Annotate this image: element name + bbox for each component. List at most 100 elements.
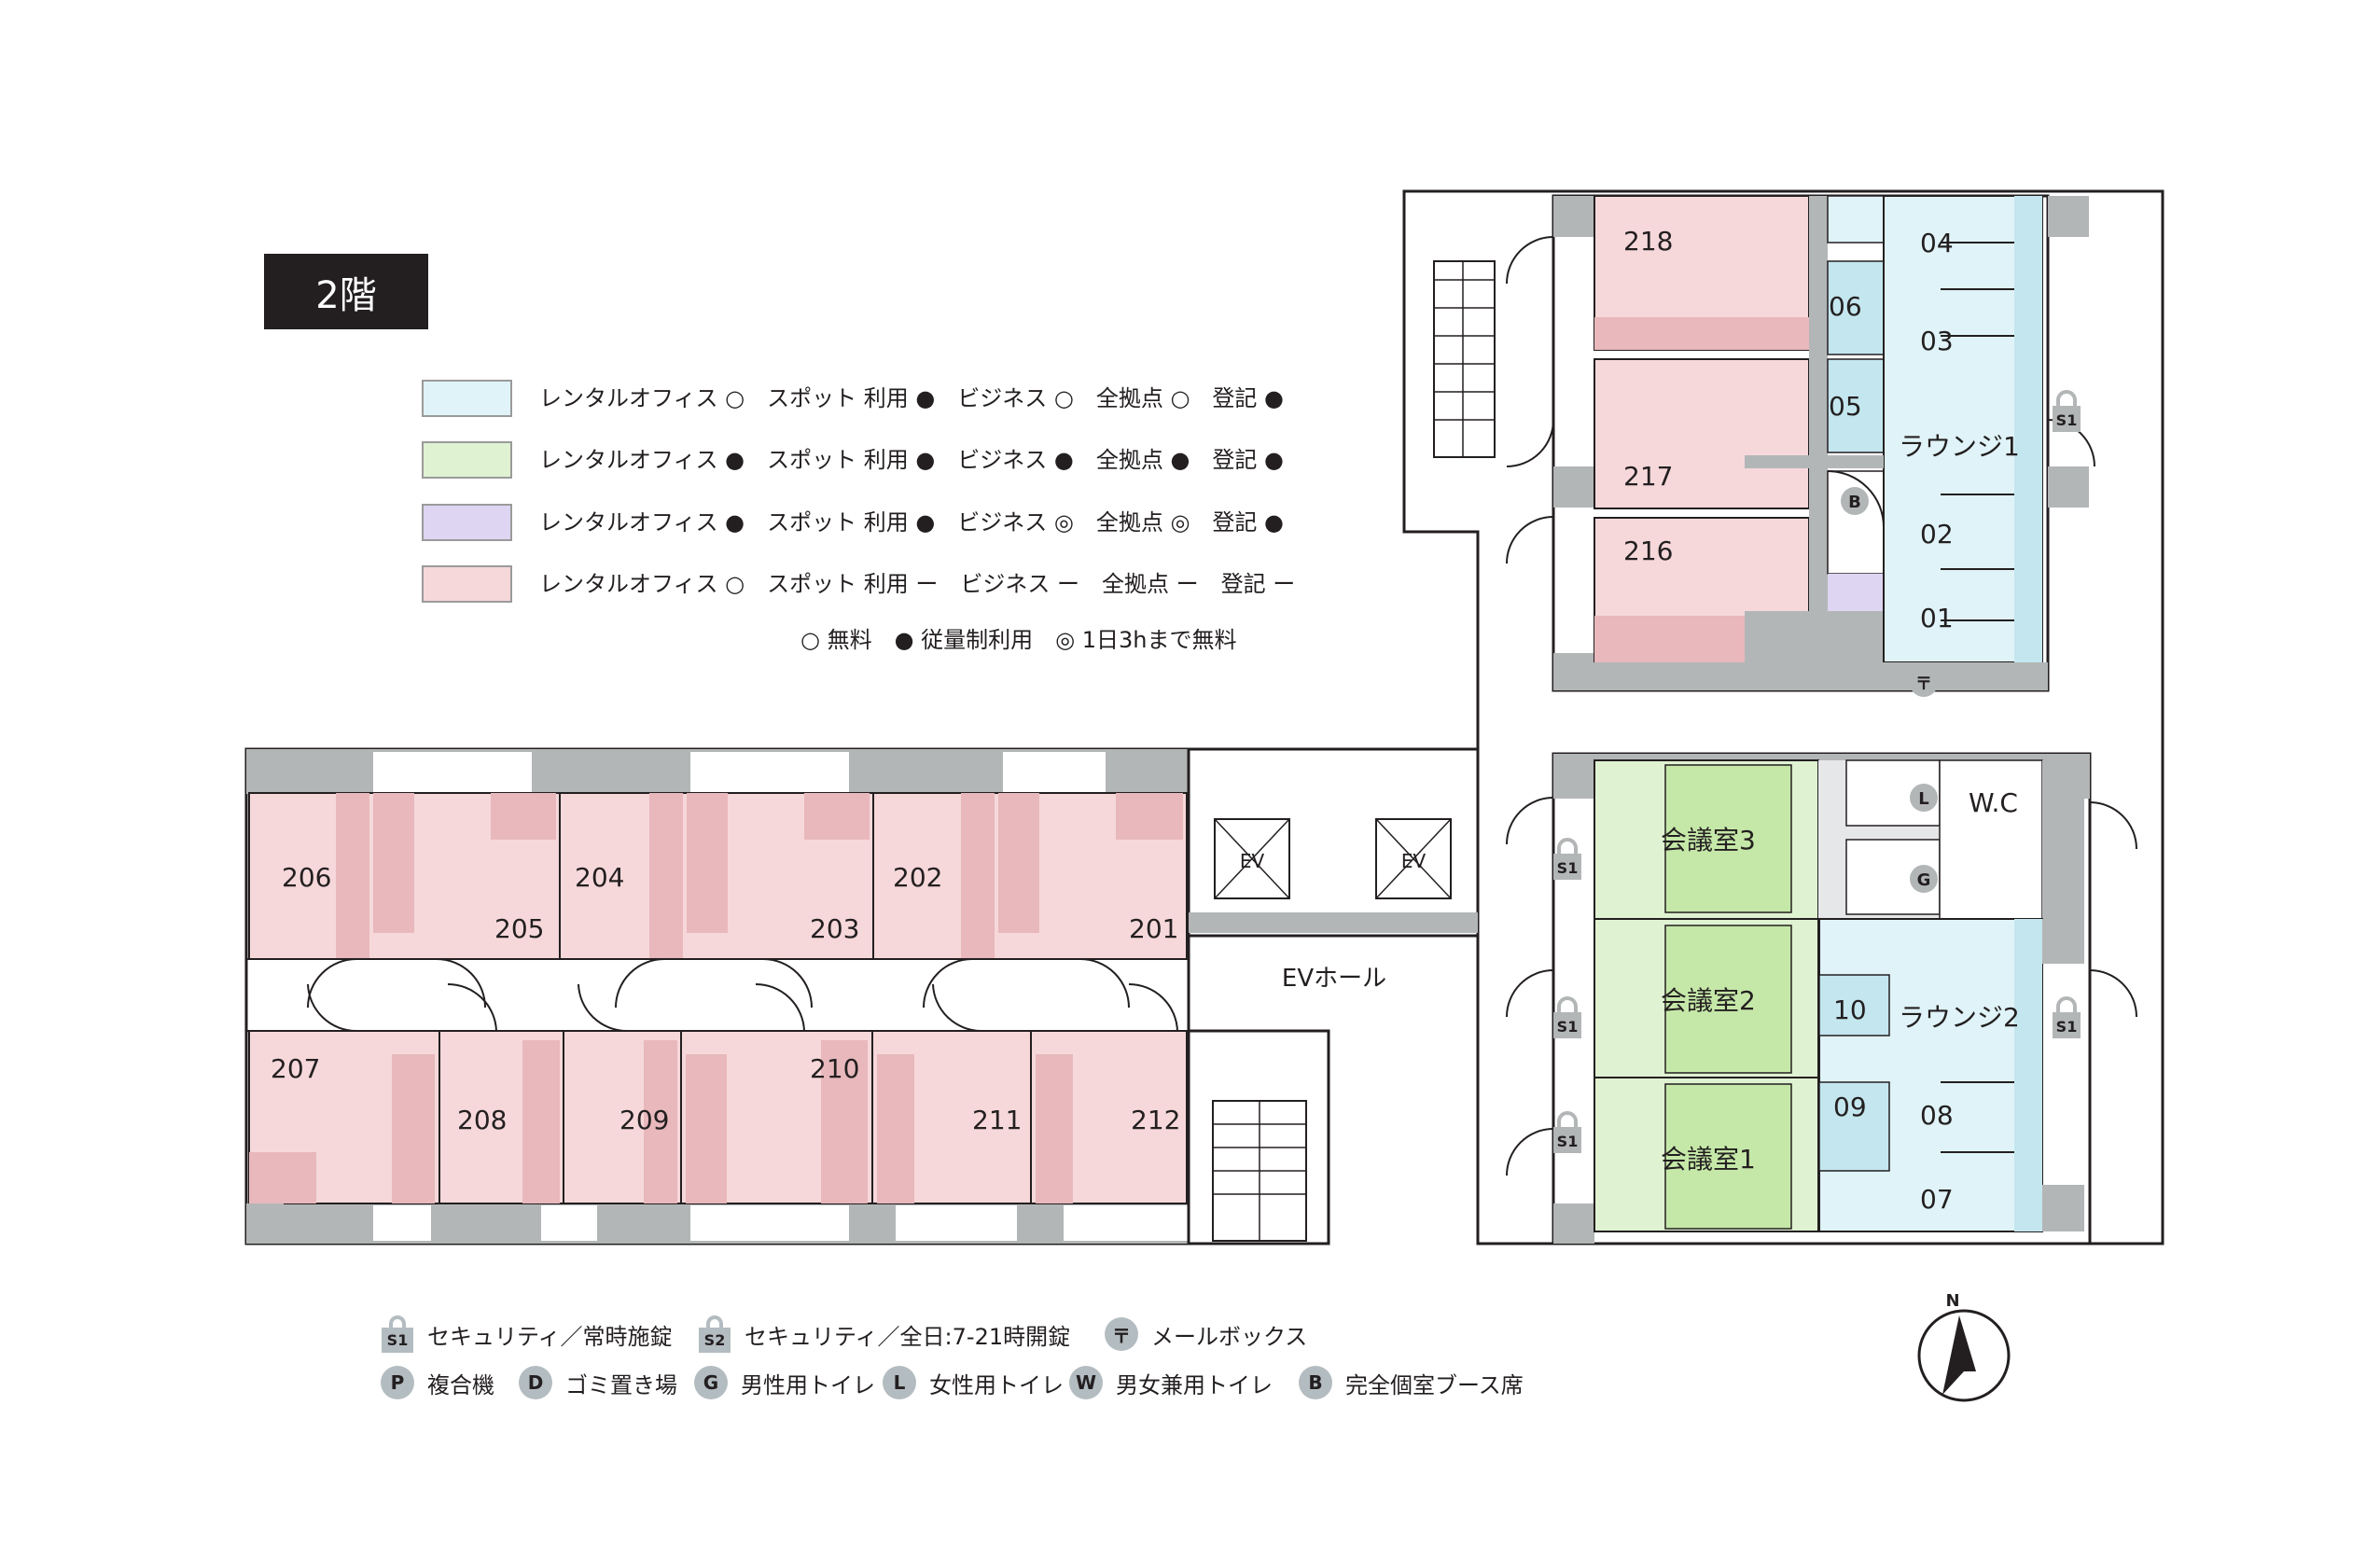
s1-lock-icon: S1 [1553, 996, 1581, 1038]
booth-01-label: 01 [1920, 603, 1954, 633]
room-209-label: 209 [619, 1105, 669, 1135]
s1-badge-text: S1 [2056, 411, 2078, 429]
key-item-s1: S1 セキュリティ／常時施錠 [381, 1315, 673, 1353]
legend-text: レンタルオフィス ○ スポット 利用 ー ビジネス ー 全拠点 ー 登記 ー [539, 571, 1296, 597]
booth-icon: B [1299, 1366, 1332, 1399]
booth-10-label: 10 [1833, 995, 1867, 1025]
legend-swatch [422, 504, 512, 541]
key-item-label: メールボックス [1151, 1323, 1308, 1350]
booth-06-label: 06 [1829, 291, 1862, 322]
meeting-room-2-label: 会議室2 [1661, 985, 1756, 1016]
lounge-1-label: ラウンジ1 [1899, 431, 2020, 462]
north-arrow-icon [1942, 1315, 1976, 1395]
key-item-s2: S2 セキュリティ／全日:7-21時開錠 [698, 1315, 1070, 1353]
left-wing [244, 747, 1190, 1245]
mailbox-text: 〒 [1915, 675, 1932, 694]
booth-09-label: 09 [1833, 1092, 1867, 1122]
legend-text: レンタルオフィス ○ スポット 利用 ● ビジネス ○ 全拠点 ○ 登記 ● [539, 385, 1284, 411]
room-labels: 206 205 204 203 202 201 207 208 209 210 … [271, 226, 2020, 1215]
ev-area: EV EV EVホール [1187, 747, 1480, 1245]
s1-lock-icon: S1 [2053, 390, 2081, 432]
booth-05-label: 05 [1829, 391, 1862, 422]
ev-hall-label: EVホール [1282, 965, 1386, 993]
meeting-room-3-label: 会議室3 [1661, 825, 1756, 856]
key-item-label: 男女兼用トイレ [1116, 1371, 1273, 1398]
key-item-trash: D ゴミ置き場 [519, 1364, 677, 1401]
room-208-label: 208 [457, 1105, 507, 1135]
s1-badge-text: S1 [1557, 1018, 1579, 1036]
room-201-label: 201 [1129, 913, 1178, 944]
compass-north-label: N [1945, 1291, 1959, 1311]
mens-toilet-text: G [1917, 870, 1931, 890]
room-210-label: 210 [810, 1053, 859, 1084]
map-badges: S1 S1 S1 S1 S1 B [1553, 390, 2081, 1153]
key-item-label: セキュリティ／全日:7-21時開錠 [745, 1323, 1071, 1350]
elevator-label: EV [1240, 850, 1265, 872]
upper-right-block [1506, 194, 2095, 692]
compass: N [1917, 1291, 2011, 1402]
legend-symbol-key: ○ 無料 ● 従量制利用 ◎ 1日3hまで無料 [800, 627, 1237, 653]
s1-badge-text: S1 [1557, 1133, 1579, 1150]
booth-08-label: 08 [1920, 1100, 1954, 1131]
room-203-label: 203 [810, 913, 859, 944]
booth-02-label: 02 [1920, 519, 1954, 549]
key-item-label: ゴミ置き場 [565, 1371, 677, 1398]
printer-icon: P [381, 1366, 414, 1399]
mens-toilet-icon [1910, 865, 1938, 893]
s1-badge-text: S1 [2056, 1018, 2078, 1036]
legend-swatch [422, 380, 512, 417]
womens-toilet-icon [1910, 784, 1938, 812]
room-218-label: 218 [1623, 226, 1673, 257]
lounge-2-label: ラウンジ2 [1899, 1002, 2020, 1033]
womens-toilet-text: L [1918, 789, 1928, 809]
key-item-label: 複合機 [427, 1371, 494, 1398]
right-corridor [1402, 189, 2164, 1245]
room-206-label: 206 [282, 862, 331, 893]
legend-text: レンタルオフィス ● スポット 利用 ● ビジネス ● 全拠点 ● 登記 ● [539, 447, 1284, 473]
meeting-room-1-label: 会議室1 [1661, 1144, 1756, 1175]
key-item-label: 男性用トイレ [741, 1371, 875, 1398]
s1-lock-icon: S1 [1553, 838, 1581, 880]
room-217-label: 217 [1623, 461, 1673, 492]
room-207-label: 207 [271, 1053, 320, 1084]
room-202-label: 202 [893, 862, 942, 893]
s1-lock-icon: S1 [1553, 1111, 1581, 1153]
womens-toilet-icon: L [883, 1366, 916, 1399]
lock-icon: S1 [381, 1315, 414, 1353]
room-211-label: 211 [972, 1105, 1022, 1135]
wc-label: W.C [1969, 787, 2018, 818]
key-item-printer: P 複合機 [381, 1364, 494, 1401]
s1-lock-icon: S1 [2053, 996, 2081, 1038]
floor-label: 2階 [264, 254, 428, 329]
booth-04-label: 04 [1920, 228, 1954, 258]
key-item-womens-toilet: L 女性用トイレ [883, 1364, 1064, 1401]
key-item-mailbox: 〒 メールボックス [1105, 1315, 1307, 1353]
room-205-label: 205 [494, 913, 544, 944]
legend-swatch [422, 441, 512, 479]
key-item-unisex-toilet: W 男女兼用トイレ [1069, 1364, 1273, 1401]
room-212-label: 212 [1131, 1105, 1180, 1135]
legend-swatch [422, 565, 512, 603]
mailbox-icon [1910, 669, 1938, 697]
room-204-label: 204 [575, 862, 624, 893]
trash-icon: D [519, 1366, 552, 1399]
unisex-toilet-icon: W [1069, 1366, 1103, 1399]
key-item-label: 女性用トイレ [929, 1371, 1064, 1398]
lower-right-block [1506, 752, 2137, 1245]
key-item-mens-toilet: G 男性用トイレ [694, 1364, 875, 1401]
booth-03-label: 03 [1920, 326, 1954, 356]
legend-text: レンタルオフィス ● スポット 利用 ● ビジネス ◎ 全拠点 ◎ 登記 ● [539, 509, 1284, 536]
s1-badge-text: S1 [1557, 859, 1579, 877]
elevator-label: EV [1401, 850, 1427, 872]
booth-badge-icon [1841, 487, 1869, 515]
booth-07-label: 07 [1920, 1184, 1954, 1215]
key-item-booth: B 完全個室ブース席 [1299, 1364, 1524, 1401]
booth-badge-text: B [1848, 493, 1861, 512]
key-item-label: 完全個室ブース席 [1345, 1371, 1524, 1398]
room-216-label: 216 [1623, 536, 1673, 566]
key-item-label: セキュリティ／常時施錠 [427, 1323, 673, 1350]
mens-toilet-icon: G [694, 1366, 728, 1399]
lock-icon: S2 [698, 1315, 731, 1353]
